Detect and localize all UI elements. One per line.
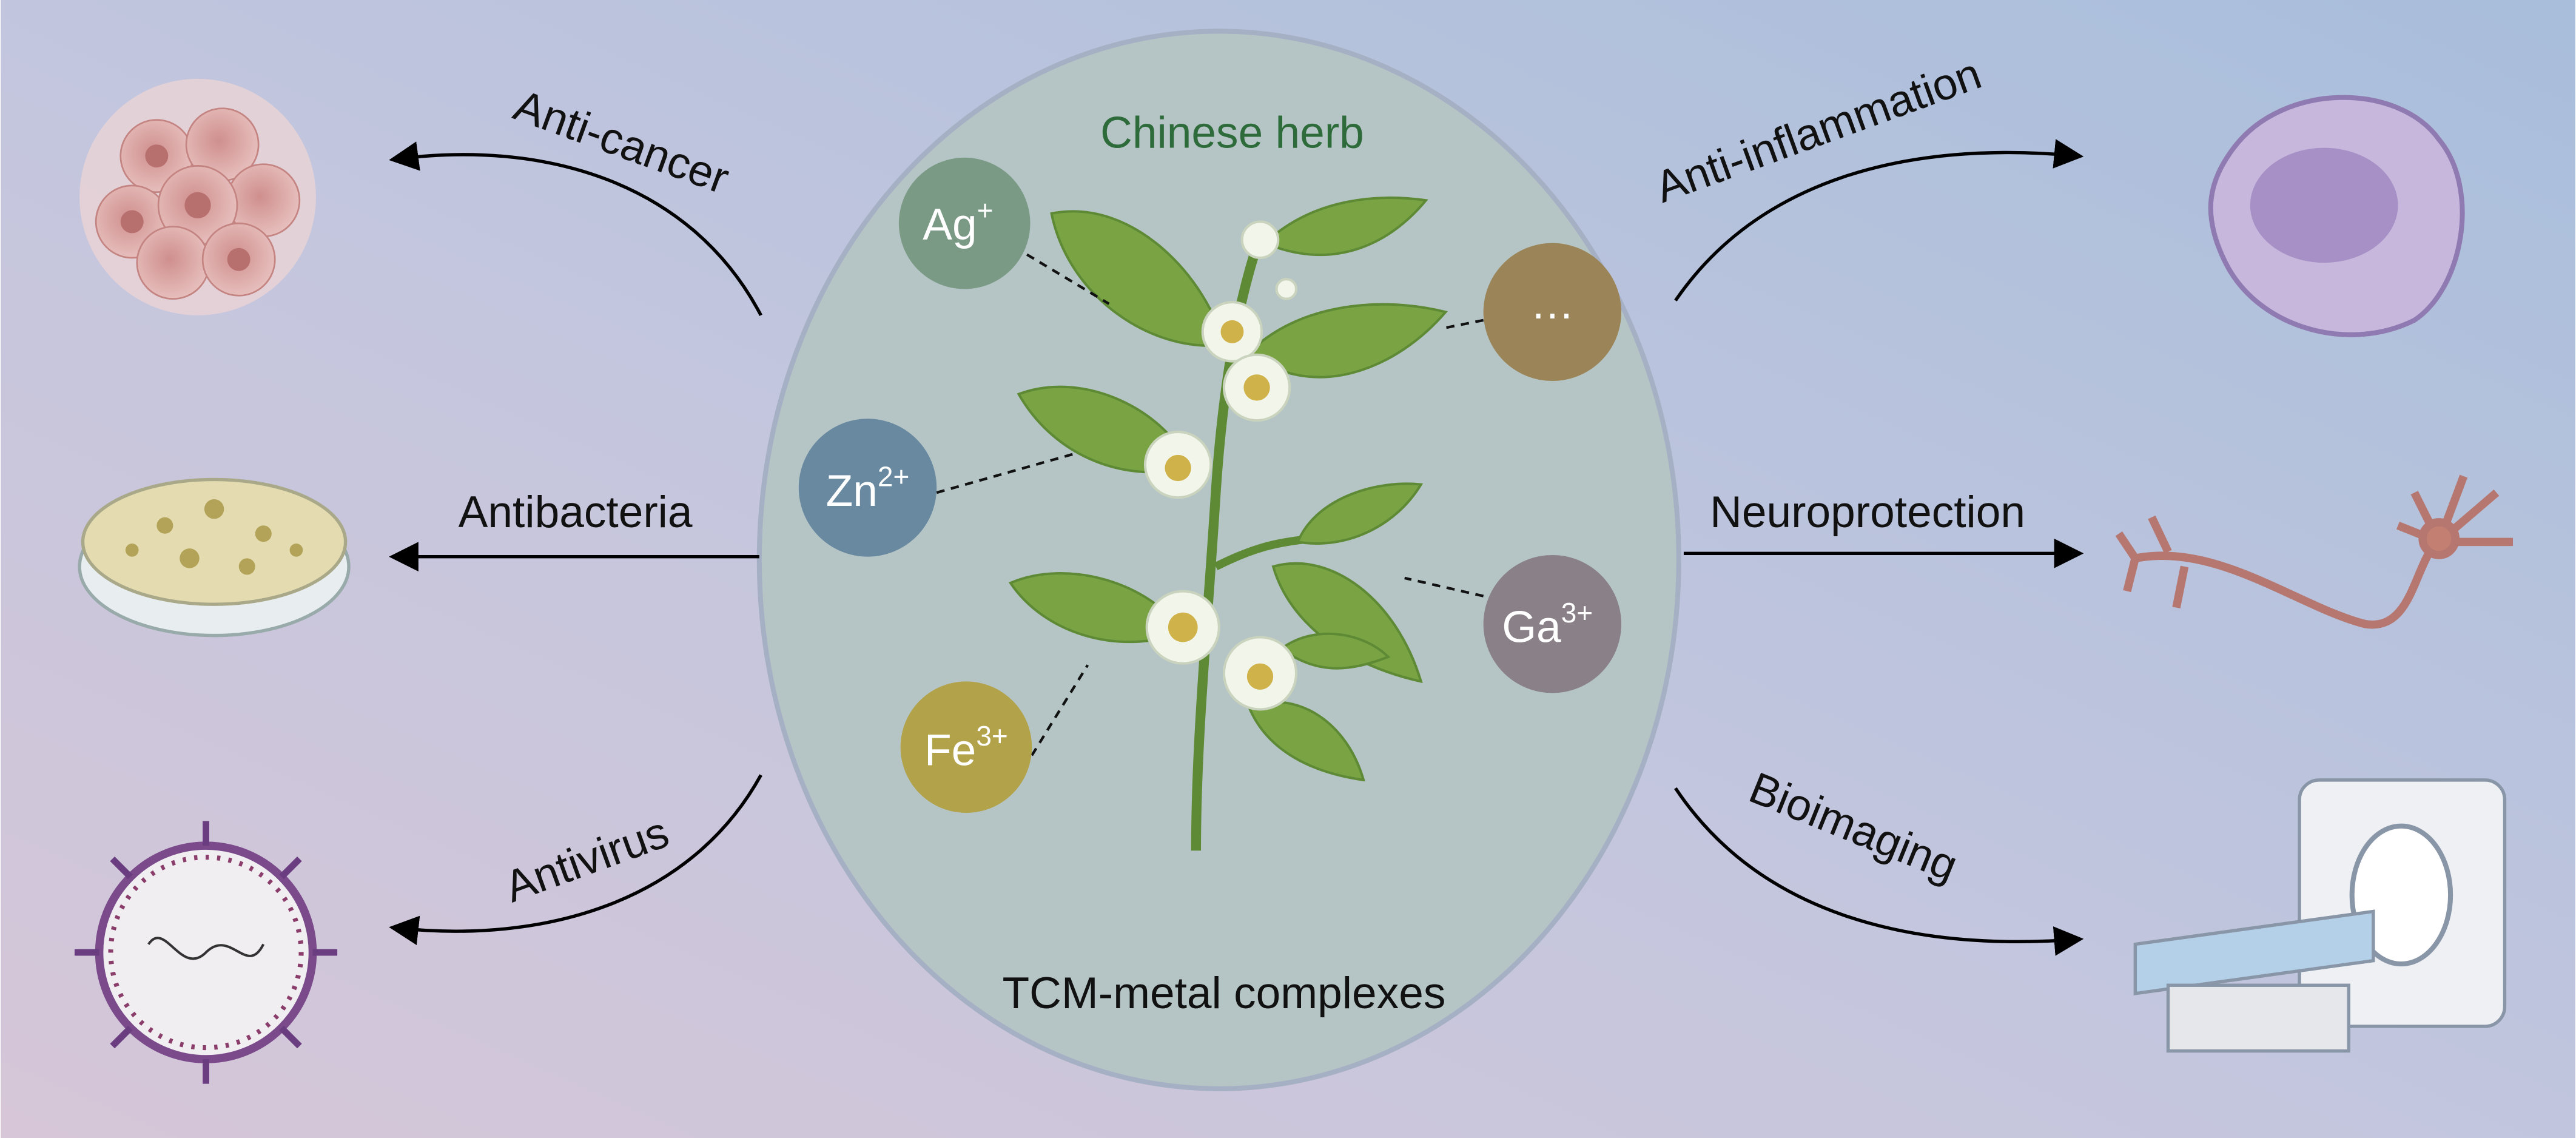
label-neuroprotection: Neuroprotection bbox=[1710, 488, 2025, 537]
svg-text:…: … bbox=[1530, 279, 1575, 328]
arrow-antivirus bbox=[389, 774, 762, 946]
ion-connectors bbox=[936, 253, 1484, 756]
arrows bbox=[389, 139, 2084, 956]
caption: TCM-metal complexes bbox=[1002, 969, 1445, 1018]
neuron-icon bbox=[2115, 474, 2513, 629]
arrow-anti-cancer bbox=[389, 141, 762, 317]
svg-text:Fe3+: Fe3+ bbox=[924, 720, 1008, 775]
mri-scanner-icon bbox=[2133, 778, 2507, 1053]
virus-icon bbox=[74, 821, 338, 1084]
svg-text:Ga3+: Ga3+ bbox=[1502, 597, 1593, 651]
ion-zn: Zn2+ bbox=[798, 419, 937, 557]
petri-dish-icon bbox=[78, 477, 351, 638]
ion-fe: Fe3+ bbox=[900, 681, 1032, 813]
cancer-cells-icon bbox=[79, 78, 316, 315]
ion-more: … bbox=[1483, 243, 1622, 382]
herb-circle bbox=[756, 29, 1681, 1091]
ion-ag: Ag+ bbox=[898, 157, 1031, 289]
svg-text:Zn2+: Zn2+ bbox=[826, 460, 910, 515]
macrophage-icon bbox=[2208, 95, 2465, 337]
herb-title: Chinese herb bbox=[1100, 109, 1364, 158]
label-antibacteria: Antibacteria bbox=[459, 488, 693, 537]
svg-text:Ag+: Ag+ bbox=[923, 195, 993, 249]
arrow-anti-inflammation bbox=[1674, 139, 2084, 301]
ion-ga: Ga3+ bbox=[1483, 554, 1622, 693]
arrow-bioimaging bbox=[1674, 787, 2084, 956]
tea-plant-illustration bbox=[1008, 197, 1448, 851]
